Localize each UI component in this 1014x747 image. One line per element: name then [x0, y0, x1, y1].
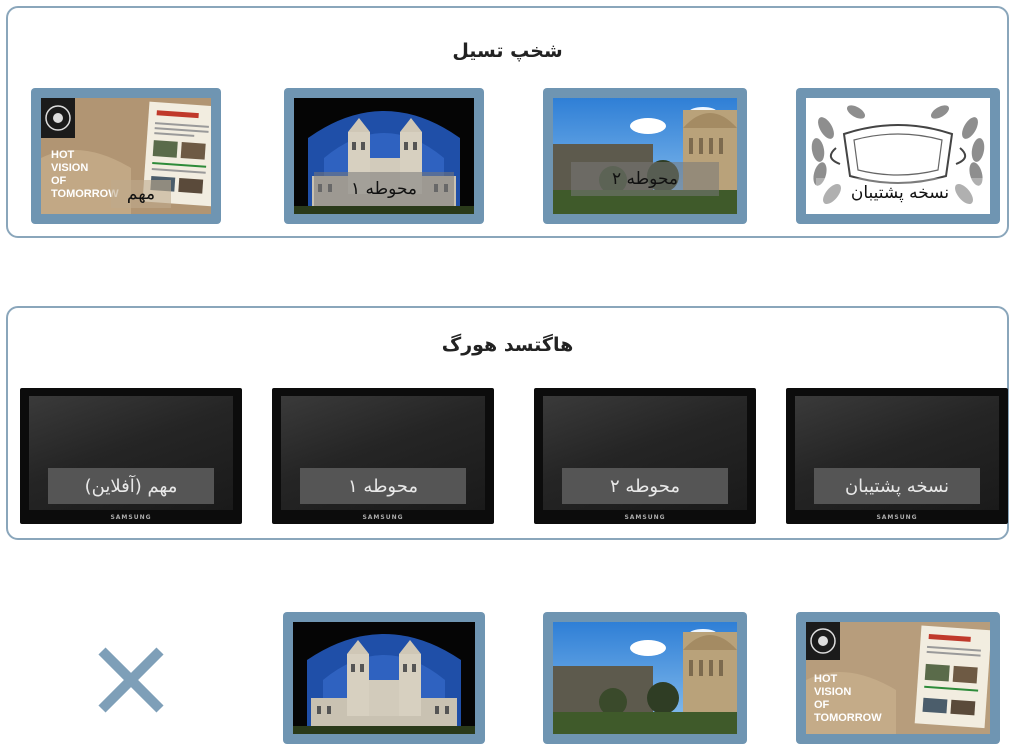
output-campus-1	[283, 612, 485, 744]
poster-of: OF	[51, 175, 67, 187]
college-photo: محوطه ۱	[294, 98, 474, 214]
college-photo	[293, 622, 475, 734]
thumb-campus-2[interactable]: محوطه ۲	[543, 88, 747, 224]
hot-vision-poster-image: HOT VISION OF TOMORROW مهم	[41, 98, 211, 214]
display-important-offline[interactable]: مهم (آفلاین) SAMSUNG	[20, 388, 242, 524]
output-backup: HOT VISION OF TOMORROW	[796, 612, 1000, 744]
tv-brand: SAMSUNG	[110, 514, 152, 521]
tv-label: محوطه ۲	[562, 468, 728, 504]
thumb-important[interactable]: HOT VISION OF TOMORROW مهم	[31, 88, 221, 224]
campus-photo: محوطه ۲	[553, 98, 737, 214]
thumb-label: نسخه پشتیبان	[816, 178, 984, 208]
thumb-label: محوطه ۲	[571, 162, 719, 196]
display-backup[interactable]: نسخه پشتیبان SAMSUNG	[786, 388, 1008, 524]
poster-tomorrow: TOMORROW	[814, 712, 882, 724]
tv-label: محوطه ۱	[300, 468, 466, 504]
poster-hot: HOT	[51, 149, 75, 161]
thumb-backup[interactable]: نسخه پشتیبان	[796, 88, 1000, 224]
playlist-title: شخپ تسیل	[452, 40, 563, 62]
poster-of: OF	[814, 699, 830, 711]
thumb-label: محوطه ۱	[314, 172, 454, 206]
close-icon	[98, 647, 164, 713]
poster-vision: VISION	[51, 162, 88, 174]
poster-hot: HOT	[814, 673, 838, 685]
display-campus-1[interactable]: محوطه ۱ SAMSUNG	[272, 388, 494, 524]
tv-brand: SAMSUNG	[876, 514, 918, 521]
poster-tomorrow: TOMORROW	[51, 188, 119, 200]
output-campus-2	[543, 612, 747, 744]
tv-brand: SAMSUNG	[362, 514, 404, 521]
display-campus-2[interactable]: محوطه ۲ SAMSUNG	[534, 388, 756, 524]
poster-vision: VISION	[814, 686, 851, 698]
laurel-frame-image: نسخه پشتیبان	[806, 98, 990, 214]
thumb-campus-1[interactable]: محوطه ۱	[284, 88, 484, 224]
tv-label: مهم (آفلاین)	[48, 468, 214, 504]
hot-vision-poster-image: HOT VISION OF TOMORROW	[806, 622, 990, 734]
tv-brand: SAMSUNG	[624, 514, 666, 521]
thumb-label: مهم	[111, 180, 171, 208]
campus-photo	[553, 622, 737, 734]
device-group-title: هاگتسد هورگ	[441, 334, 574, 356]
tv-label: نسخه پشتیبان	[814, 468, 980, 504]
